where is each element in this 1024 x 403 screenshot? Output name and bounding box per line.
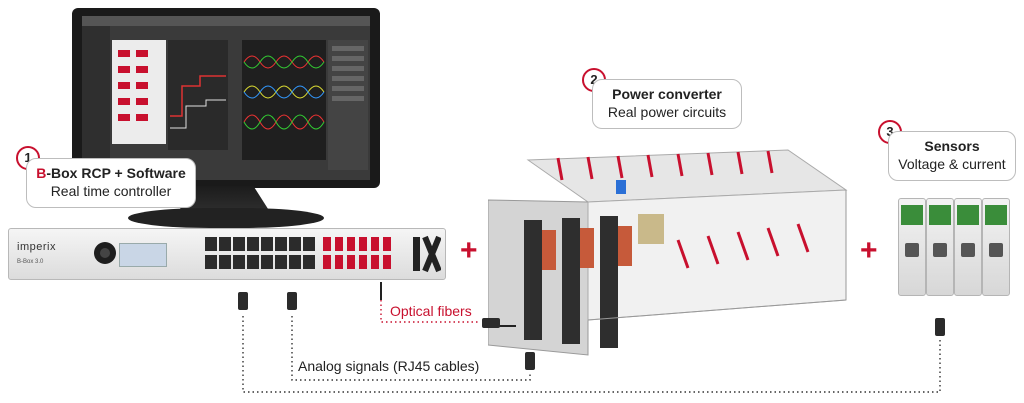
bbox-label-title-rest: -Box RCP + Software [46, 165, 186, 181]
plus-sign: + [460, 234, 478, 267]
rj45-plug [287, 292, 297, 310]
imperix-logo [413, 235, 441, 273]
bbox-label-accent: B [36, 165, 47, 181]
converter-label: Power converter Real power circuits [592, 79, 742, 129]
bbox-device: imperix B-Box 3.0 [8, 228, 446, 280]
bbox-label-subtitle: Real time controller [50, 183, 172, 199]
sensors-label-title: Sensors [924, 138, 980, 154]
device-display [119, 243, 167, 267]
rj45-plug [525, 352, 535, 370]
converter-label-title: Power converter [612, 86, 722, 102]
device-ports [205, 237, 391, 269]
rj45-plug [935, 318, 945, 336]
plus-sign: + [860, 234, 878, 267]
software-screenshot [82, 16, 370, 180]
bbox-label: B-Box RCP + Software Real time controlle… [26, 158, 196, 208]
monitor-base [128, 208, 324, 228]
rj45-plug [238, 292, 248, 310]
optical-fibers-label: Optical fibers [390, 303, 472, 319]
sensor-module [898, 198, 926, 296]
sensors-label-subtitle: Voltage & current [898, 156, 1006, 172]
converter-label-subtitle: Real power circuits [607, 104, 727, 120]
software-screen [82, 16, 370, 180]
power-converter-rack [488, 149, 848, 356]
analog-signals-label: Analog signals (RJ45 cables) [298, 358, 480, 374]
sensors-label: Sensors Voltage & current [888, 131, 1016, 181]
bbox-label-title: B-Box RCP + Software [27, 164, 195, 182]
sensor-module [982, 198, 1010, 296]
device-brand: imperix [17, 241, 56, 253]
monitor [72, 8, 380, 188]
device-model: B-Box 3.0 [17, 259, 44, 265]
device-knob [94, 242, 116, 264]
sensor-module [926, 198, 954, 296]
fiber-connector [482, 318, 500, 328]
sensor-module [954, 198, 982, 296]
